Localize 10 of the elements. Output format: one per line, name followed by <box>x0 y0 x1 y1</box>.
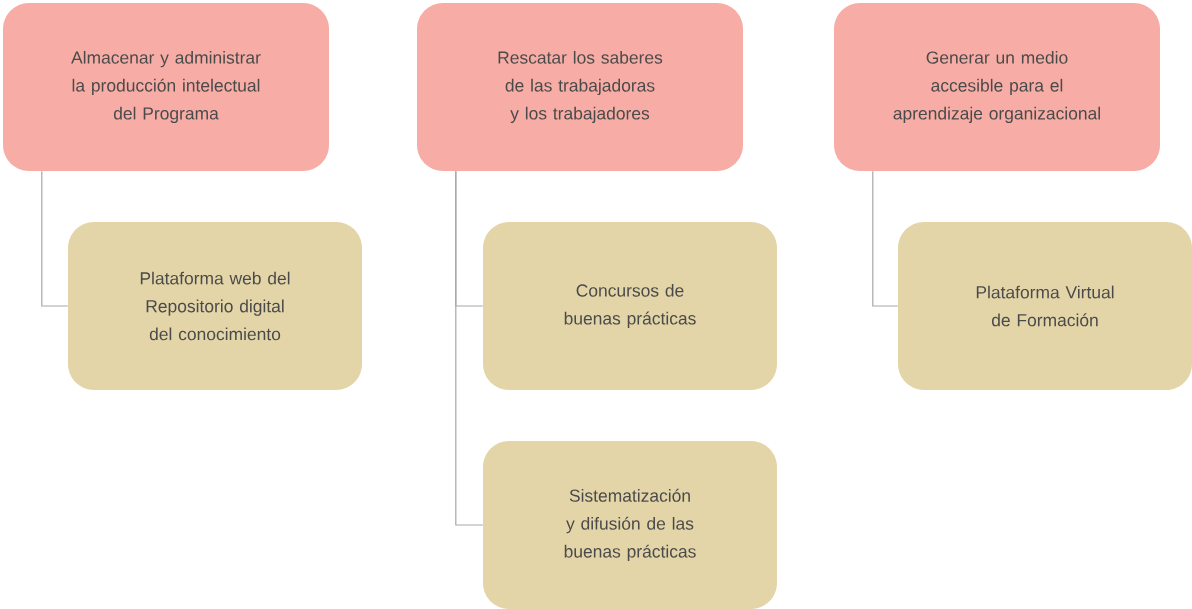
objective-box: Generar un medio accesible para el aprendizaje organizacional <box>834 3 1160 171</box>
connector-line <box>455 170 484 526</box>
initiative-box: Sistematización y difusión de las buenas prácticas <box>483 441 777 609</box>
connector-line <box>41 170 69 307</box>
initiative-box: Concursos de buenas prácticas <box>483 222 777 390</box>
objective-box: Almacenar y administrar la producción intelectual del Programa <box>3 3 329 171</box>
initiative-box: Plataforma web del Repositorio digital del conocimiento <box>68 222 362 390</box>
connector-line <box>872 170 899 307</box>
objective-box: Rescatar los saberes de las trabajadoras y los trabajadores <box>417 3 743 171</box>
initiative-box: Plataforma Virtual de Formación <box>898 222 1192 390</box>
